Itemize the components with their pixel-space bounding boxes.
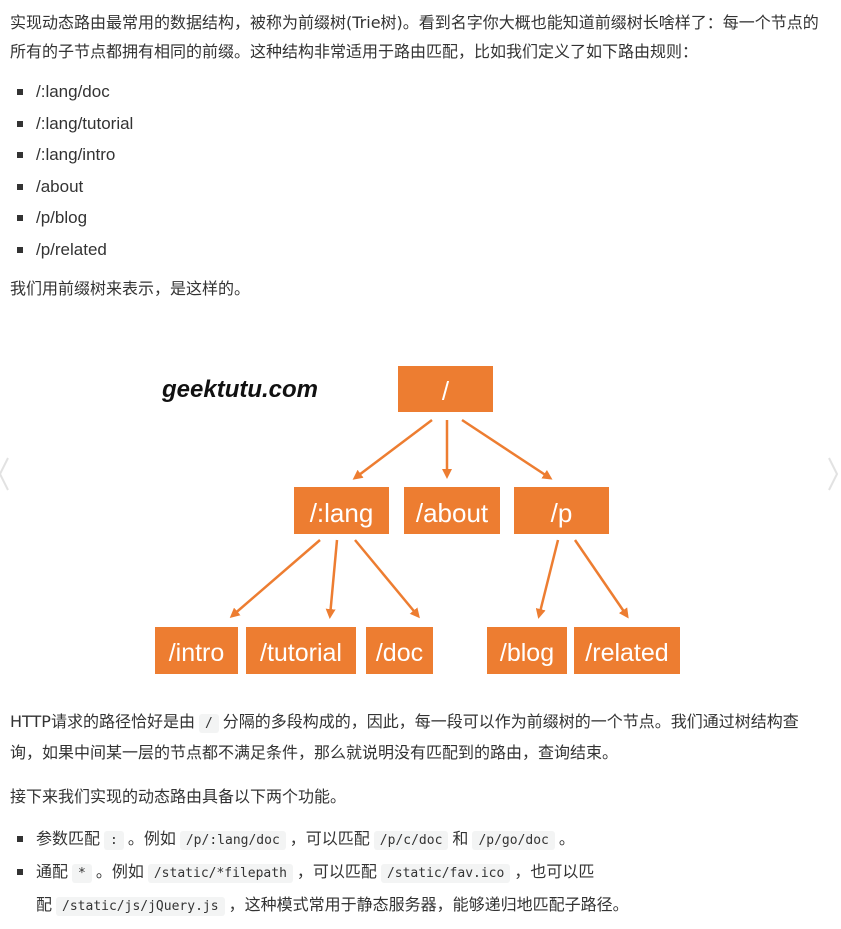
text-span: ，这种模式常用于静态服务器，能够递归地匹配子路径。 [228, 895, 629, 914]
tree-node-label: /blog [500, 639, 554, 667]
representation-sentence: 我们用前缀树来表示，是这样的。 [10, 278, 251, 298]
tree-node-related: /related [574, 627, 680, 674]
inline-code: /static/js/jQuery.js [56, 897, 225, 916]
http-paragraph: HTTP请求的路径恰好是由/分隔的多段构成的，因此，每一段可以作为前缀树的一个节… [10, 707, 825, 767]
list-item: /p/blog [10, 202, 825, 234]
text-span: 。例如 [95, 862, 144, 881]
tree-node-p: /p [514, 487, 609, 534]
text-span: HTTP请求的路径恰好是由 [10, 712, 195, 731]
text-span: 通配 [36, 862, 69, 881]
tree-node-label: /related [585, 639, 668, 667]
inline-code: /p/c/doc [373, 831, 449, 850]
tree-node-label: /:lang [310, 498, 374, 528]
tree-edges [229, 418, 629, 619]
carousel-next-icon[interactable] [825, 456, 841, 492]
list-item: /about [10, 171, 825, 203]
inline-code: /static/fav.ico [380, 864, 511, 883]
tree-node-tutorial: /tutorial [246, 627, 356, 674]
intro-paragraph: 实现动态路由最常用的数据结构，被称为前缀树(Trie树)。看到名字你大概也能知道… [10, 13, 819, 61]
tree-node-blog: /blog [487, 627, 567, 674]
tree-node-label: /about [416, 498, 489, 528]
text-span: ，可以匹配 [296, 862, 377, 881]
tree-node-label: /intro [169, 639, 225, 667]
edge-lang-doc [354, 539, 420, 619]
tree-node-about: /about [404, 487, 500, 534]
article-content: 实现动态路由最常用的数据结构，被称为前缀树(Trie树)。看到名字你大概也能知道… [10, 8, 825, 303]
tree-node-label: /p [551, 498, 573, 528]
edge-root-p [461, 418, 553, 480]
edge-p-related [573, 539, 629, 619]
route-list: /:lang/doc /:lang/tutorial /:lang/intro … [10, 76, 825, 266]
text-span: ，可以匹配 [289, 829, 370, 848]
watermark-logo: geektutu.com [161, 376, 318, 403]
tree-node-intro: /intro [155, 627, 238, 674]
next-paragraph: 接下来我们实现的动态路由具备以下两个功能。 [10, 787, 347, 806]
tree-node-doc: /doc [366, 627, 433, 674]
edge-lang-intro [229, 539, 321, 618]
inline-code: * [72, 864, 92, 883]
text-span: 。例如 [127, 829, 176, 848]
list-item: /p/related [10, 234, 825, 266]
inline-code: /static/*filepath [147, 864, 293, 883]
carousel-prev-icon[interactable] [0, 456, 12, 492]
tree-node-root: / [398, 366, 493, 412]
edge-root-lang [352, 419, 433, 480]
tree-node-label: /doc [376, 639, 423, 667]
text-span: 。 [558, 829, 575, 848]
inline-code: : [104, 831, 124, 850]
tree-node-label: / [442, 376, 450, 406]
text-span: 和 [452, 829, 469, 848]
list-item: 通配*。例如/static/*filepath，可以匹配/static/fav.… [10, 856, 656, 922]
inline-code: /p/go/doc [472, 831, 555, 850]
tree-node-label: /tutorial [260, 639, 342, 667]
text-span: ，也可以匹配 [36, 862, 595, 914]
tree-node-lang: /:lang [294, 487, 389, 534]
inline-code: / [198, 714, 219, 733]
list-item: /:lang/doc [10, 76, 825, 108]
prefix-tree-diagram: geektutu.com / /:lang /about /p /intro /… [155, 366, 680, 674]
inline-code: /p/:lang/doc [179, 831, 286, 850]
list-item: /:lang/intro [10, 139, 825, 171]
text-span: 参数匹配 [36, 829, 101, 848]
edge-p-blog [535, 539, 560, 619]
list-item: /:lang/tutorial [10, 108, 825, 140]
text-span: 分隔的多段构成的，因此，每一段可以作为前缀树的一个节点。我们通过树结构查询，如果… [10, 712, 799, 762]
edge-lang-tutorial [325, 539, 339, 619]
article-content-lower: HTTP请求的路径恰好是由/分隔的多段构成的，因此，每一段可以作为前缀树的一个节… [10, 707, 825, 922]
